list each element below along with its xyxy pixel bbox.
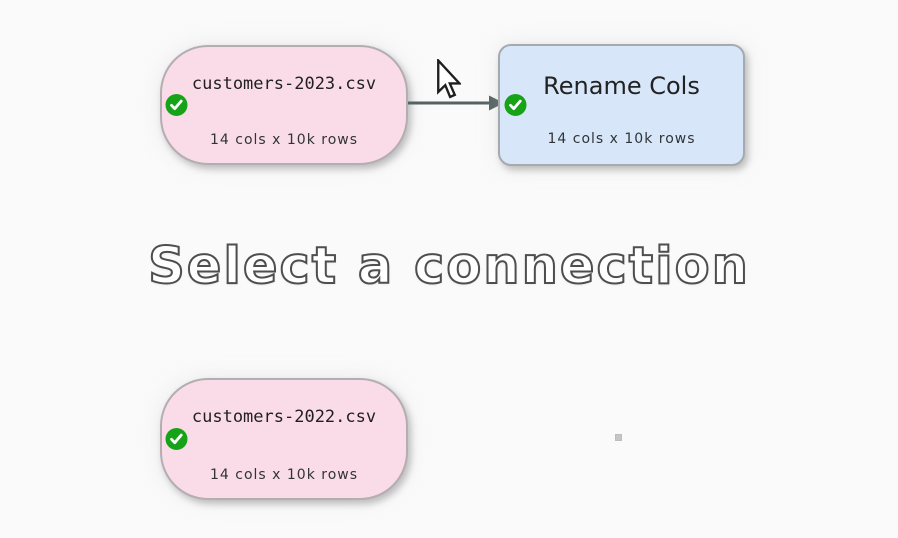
node-customers-2022-csv[interactable]: customers-2022.csv 14 cols x 10k rows [160, 378, 408, 500]
canvas-hint-text: Select a connection [147, 236, 750, 297]
node-subtitle: 14 cols x 10k rows [209, 467, 359, 483]
check-circle-icon [504, 94, 527, 117]
node-title: customers-2023.csv [191, 74, 377, 94]
node-subtitle: 14 cols x 10k rows [209, 132, 359, 148]
node-subtitle: 14 cols x 10k rows [547, 131, 696, 147]
connection-arrow[interactable] [405, 90, 505, 116]
node-customers-2023-csv[interactable]: customers-2023.csv 14 cols x 10k rows [160, 45, 408, 165]
node-rename-cols[interactable]: Rename Cols 14 cols x 10k rows [498, 44, 745, 166]
check-circle-icon [165, 428, 188, 451]
arrow-cursor-icon [437, 59, 461, 99]
check-circle-icon [165, 94, 188, 117]
node-title: Rename Cols [543, 72, 700, 100]
node-title: customers-2022.csv [191, 407, 377, 427]
canvas-marker-square [615, 434, 622, 441]
